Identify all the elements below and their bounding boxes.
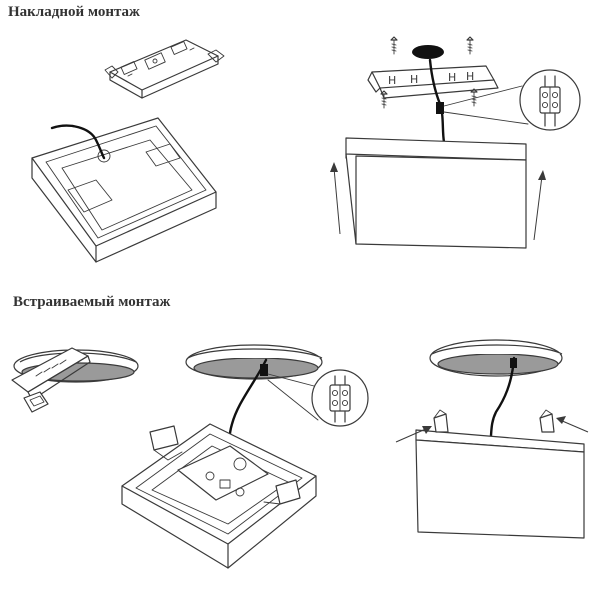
ceiling-cutout bbox=[185, 344, 323, 380]
wire-connector-icon bbox=[329, 384, 351, 412]
spring-clip-icon bbox=[149, 425, 301, 505]
power-cable bbox=[488, 356, 516, 446]
surface-mount-heading: Накладной монтаж bbox=[8, 4, 140, 20]
svg-text:H: H bbox=[388, 74, 396, 87]
recessed-mount-heading: Встраиваемый монтаж bbox=[13, 294, 171, 310]
panel-surface-icon bbox=[345, 137, 527, 249]
panel-back-recessed-icon bbox=[121, 423, 317, 569]
wire-connector-icon bbox=[539, 86, 561, 114]
cable-tie-icon bbox=[11, 347, 91, 413]
mounting-bracket-icon bbox=[104, 39, 225, 99]
ceiling-cutout bbox=[429, 339, 563, 377]
insert-arrow-icon bbox=[395, 416, 589, 443]
svg-text:H: H bbox=[466, 70, 474, 83]
wire-connector-detail bbox=[267, 369, 369, 427]
panel-back-surface-icon bbox=[31, 117, 217, 263]
svg-text:H: H bbox=[448, 71, 456, 84]
lift-arrow-icon bbox=[330, 162, 546, 241]
cable-tie-icon bbox=[260, 364, 268, 376]
cable-tie-icon bbox=[510, 358, 517, 368]
wire-connector-detail bbox=[443, 69, 581, 131]
ceiling-hole bbox=[412, 45, 444, 59]
spring-clip-icon bbox=[433, 409, 555, 433]
power-cable bbox=[50, 124, 106, 160]
panel-recessed-icon bbox=[415, 429, 585, 539]
svg-text:H: H bbox=[410, 73, 418, 86]
cable-tie-icon bbox=[436, 102, 444, 114]
